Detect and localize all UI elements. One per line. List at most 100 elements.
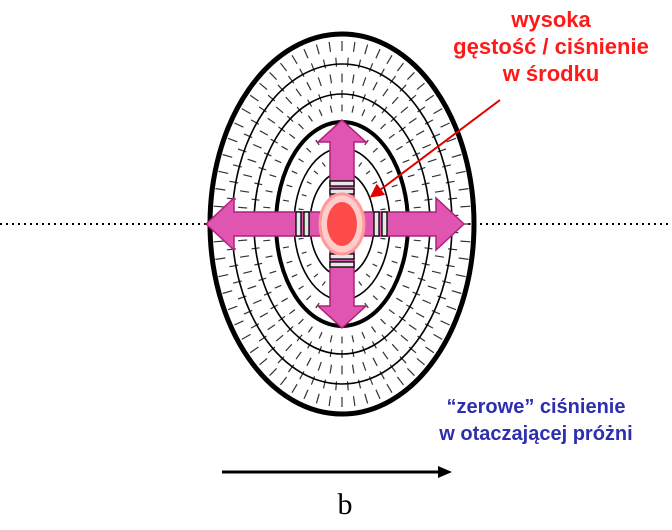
hatch-stroke [277, 84, 285, 92]
hatch-stroke [241, 333, 251, 340]
hatch-stroke [263, 206, 271, 209]
hatch-stroke [394, 246, 402, 249]
hatch-stroke [306, 263, 312, 267]
hatch-stroke [422, 143, 432, 149]
hatch-stroke [247, 285, 257, 290]
hatch-stroke [240, 190, 250, 193]
hatch-stroke [286, 260, 293, 264]
hatch-stroke [448, 248, 458, 251]
hatch-stroke [391, 184, 398, 188]
hatch-stroke [388, 133, 395, 139]
hatch-stroke [232, 164, 242, 168]
hatch-stroke [389, 364, 396, 373]
hatch-stroke [431, 270, 441, 274]
hatch-stroke [299, 68, 305, 77]
hatch-stroke [382, 351, 389, 360]
hatch-stroke [364, 44, 369, 55]
hatch-stroke [274, 159, 282, 164]
hatch-stroke [329, 105, 333, 113]
hatch-stroke [391, 343, 399, 352]
hatch-stroke [425, 346, 435, 354]
hatch-stroke [380, 123, 386, 130]
hatch-stroke [408, 324, 417, 331]
hatch-stroke [380, 208, 386, 211]
hatch-stroke [238, 239, 248, 242]
hatch-stroke [252, 299, 262, 305]
hatch-stroke [315, 44, 320, 55]
hatch-stroke [411, 190, 419, 193]
hatch-stroke [328, 41, 332, 52]
hatch-stroke [407, 174, 415, 178]
hatch-stroke [222, 290, 233, 295]
hatch-stroke [249, 346, 259, 354]
hatch-stroke [358, 162, 363, 167]
hatch-stroke [322, 379, 327, 389]
hatch-stroke [415, 312, 425, 318]
hatch-stroke [368, 376, 374, 385]
vacuum-label-line: “zerowe” ciśnienie [446, 396, 626, 418]
hatch-stroke [365, 273, 371, 278]
hatch-stroke [437, 295, 447, 300]
hatch-stroke [407, 270, 415, 274]
hatch-stroke [434, 190, 444, 193]
hatch-stroke [267, 346, 276, 354]
hatch-stroke [380, 318, 386, 325]
hatch-stroke [361, 331, 366, 339]
hatch-stroke [291, 54, 298, 65]
hatch-stroke [442, 164, 452, 168]
hatch-stroke [372, 181, 378, 185]
hatch-stroke [451, 290, 462, 295]
hatch-stroke [394, 199, 402, 202]
hatch-stroke [440, 320, 450, 326]
hatch-stroke [243, 309, 253, 315]
hatch-stroke [372, 357, 378, 367]
hatch-stroke [458, 188, 469, 191]
vacuum-pressure-label: “zerowe” ciśnienie w otaczającej próżni [400, 394, 672, 448]
hatch-stroke [389, 75, 396, 84]
hatch-stroke [371, 115, 377, 122]
hatch-stroke [368, 63, 374, 72]
hatch-stroke [299, 371, 305, 380]
hatch-stroke [241, 108, 251, 115]
hatch-stroke [402, 284, 410, 289]
hatch-stroke [442, 280, 452, 284]
hatch-stroke [306, 295, 312, 301]
hatch-stroke [411, 255, 419, 258]
hatch-stroke [415, 130, 425, 136]
hatch-stroke [417, 335, 426, 342]
hatch-stroke [243, 133, 253, 139]
b-arrowhead-icon [438, 466, 452, 478]
hatch-stroke [445, 180, 455, 184]
hatch-stroke [413, 206, 421, 209]
hatch-stroke [306, 147, 312, 153]
hatch-stroke [295, 88, 302, 97]
hatch-stroke [286, 184, 293, 188]
hatch-stroke [431, 174, 441, 178]
hatch-stroke [372, 81, 378, 91]
hatch-stroke [249, 94, 259, 102]
hatch-stroke [310, 376, 316, 385]
hatch-stroke [346, 381, 349, 391]
hatch-stroke [382, 88, 389, 97]
hatch-stroke [234, 320, 244, 326]
vacuum-label-line: w otaczającej próżni [439, 423, 633, 445]
hatch-stroke [307, 115, 313, 122]
arrow-right-icon [353, 196, 466, 252]
hatch-stroke [317, 77, 322, 87]
core-bar-marks [295, 180, 388, 268]
hatch-stroke [357, 59, 362, 69]
hatch-stroke [361, 109, 366, 117]
hatch-stroke [380, 285, 386, 290]
hatch-stroke [460, 240, 471, 243]
hatch-stroke [434, 255, 444, 258]
hatch-stroke [247, 158, 257, 163]
hatch-stroke [240, 255, 250, 258]
center-label-line: gęstość / ciśnienie [453, 34, 649, 59]
hatch-stroke [291, 383, 298, 394]
hatch-stroke [237, 295, 247, 300]
hatch-stroke [328, 396, 332, 407]
hatch-stroke [259, 130, 269, 136]
hatch-stroke [238, 206, 248, 209]
hatch-stroke [408, 346, 417, 354]
hatch-stroke [351, 105, 355, 113]
